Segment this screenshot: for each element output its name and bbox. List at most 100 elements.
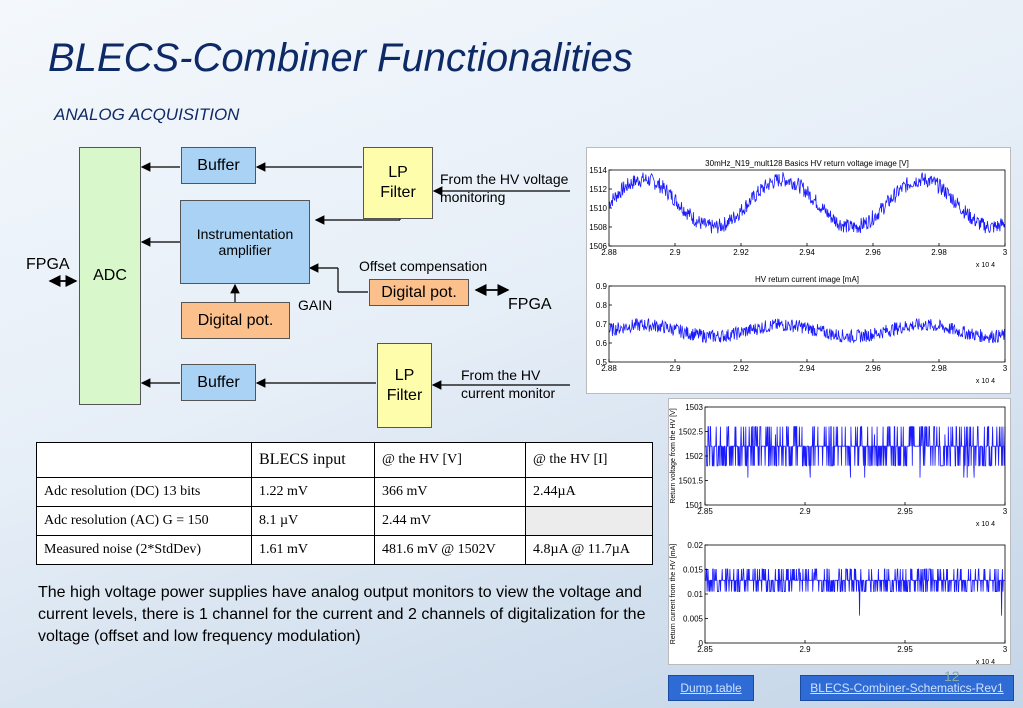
y-axis-label: Return current from the HV [mA]: [670, 544, 677, 644]
digital-pot-offset-block: Digital pot.: [369, 279, 469, 306]
series-line: [705, 426, 1006, 478]
x-exponent-label: x 10 4: [976, 378, 995, 385]
x-tick-label: 3: [1003, 364, 1008, 373]
x-exponent-label: x 10 4: [976, 659, 995, 664]
table-header-row: BLECS input @ the HV [V] @ the HV [I]: [36, 442, 653, 478]
y-tick-label: 0.7: [596, 320, 608, 329]
page-title: BLECS-Combiner Functionalities: [48, 36, 633, 80]
top-plots-svg: 2.88 2.9 2.92 2.94 2.96 2.98 3 1514 1512 1510 1508…: [589, 159, 1008, 385]
bottom-plots-panel: 2.85 2.9 2.95 3 1503 1502.5 1502 1501.5 1501 x 10…: [668, 398, 1011, 666]
x-tick-label: 2.9: [799, 507, 811, 516]
plot-title: HV return current image [mA]: [755, 275, 859, 284]
x-tick-label: 2.88: [601, 248, 617, 257]
table-row: Adc resolution (AC) G = 150 8.1 µV 2.44 …: [36, 506, 653, 536]
x-tick-label: 2.92: [733, 364, 749, 373]
x-exponent-label: x 10 4: [976, 521, 995, 528]
x-tick-label: 2.92: [733, 248, 749, 257]
table-cell: 366 mV: [374, 477, 526, 507]
y-tick-label: 1502: [685, 452, 703, 461]
table-cell: 1.22 mV: [251, 477, 375, 507]
x-tick-label: 3: [1003, 507, 1008, 516]
table-cell: Adc resolution (AC) G = 150: [36, 506, 252, 536]
y-tick-label: 1510: [589, 204, 607, 213]
y-tick-label: 0.02: [687, 541, 703, 550]
x-tick-label: 2.85: [697, 507, 713, 516]
buffer-top-block: Buffer: [181, 147, 256, 184]
series-line: [705, 568, 1005, 616]
dump-table-button[interactable]: Dump table: [668, 675, 754, 701]
table-cell: 2.44 mV: [374, 506, 526, 536]
description-paragraph: The high voltage power supplies have ana…: [38, 584, 646, 645]
table-cell: 4.8µA @ 11.7µA: [525, 535, 653, 565]
table-header-cell: [36, 442, 252, 478]
y-tick-label: 0.8: [596, 301, 608, 310]
y-tick-label: 0.015: [683, 566, 704, 575]
x-tick-label: 2.9: [669, 364, 681, 373]
table-header-cell: @ the HV [V]: [374, 442, 526, 478]
lp-filter-bottom-block: LP Filter: [377, 343, 432, 428]
table-cell: 8.1 µV: [251, 506, 375, 536]
y-tick-label: 1512: [589, 185, 607, 194]
offset-compensation-label: Offset compensation: [359, 258, 488, 274]
y-tick-label: 0.5: [596, 358, 608, 367]
digital-pot-gain-block: Digital pot.: [181, 302, 290, 339]
page-number: 12: [944, 668, 960, 684]
lp-filter-top-block: LP Filter: [363, 147, 433, 219]
plot-title: 30mHz_N19_mult128 Basics HV return volta…: [705, 159, 909, 168]
x-tick-label: 2.9: [669, 248, 681, 257]
y-tick-label: 1508: [589, 223, 607, 232]
y-tick-label: 0: [699, 639, 704, 648]
x-tick-label: 2.95: [897, 507, 913, 516]
y-axis-label: Return voltage from the HV [V]: [670, 408, 677, 503]
table-cell: Measured noise (2*StdDev): [36, 535, 252, 565]
x-tick-label: 2.98: [931, 248, 947, 257]
x-tick-label: 3: [1003, 645, 1008, 654]
y-tick-label: 0.6: [596, 339, 608, 348]
plot-frame: [608, 169, 1006, 247]
y-tick-label: 1514: [589, 166, 607, 175]
table-cell: Adc resolution (DC) 13 bits: [36, 477, 252, 507]
table-cell: 1.61 mV: [251, 535, 375, 565]
x-tick-label: 2.88: [601, 364, 617, 373]
x-tick-label: 2.95: [897, 645, 913, 654]
buffer-bottom-block: Buffer: [181, 364, 256, 401]
table-cell: [525, 506, 653, 536]
y-tick-label: 1502.5: [679, 428, 704, 437]
y-tick-label: 1501.5: [679, 477, 704, 486]
schematics-link-button[interactable]: BLECS-Combiner-Schematics-Rev1: [800, 675, 1014, 701]
x-tick-label: 2.96: [865, 248, 881, 257]
from-hv-voltage-label: From the HV voltage monitoring: [440, 171, 569, 205]
section-subtitle: ANALOG ACQUISITION: [54, 105, 240, 124]
y-tick-label: 1503: [685, 403, 703, 412]
x-tick-label: 2.94: [799, 248, 815, 257]
table-header-cell: @ the HV [I]: [525, 442, 653, 478]
fpga-left-label: FPGA: [26, 256, 70, 273]
table-header-cell: BLECS input: [251, 442, 375, 478]
x-tick-label: 2.85: [697, 645, 713, 654]
gain-label: GAIN: [298, 297, 333, 313]
resolution-table: BLECS input @ the HV [V] @ the HV [I] Ad…: [36, 442, 653, 565]
x-tick-label: 2.98: [931, 364, 947, 373]
table-cell: 481.6 mV @ 1502V: [374, 535, 526, 565]
top-plots-panel: 2.88 2.9 2.92 2.94 2.96 2.98 3 1514 1512 1510 1508…: [586, 147, 1011, 394]
y-tick-label: 1506: [589, 242, 607, 251]
x-tick-label: 2.96: [865, 364, 881, 373]
instrumentation-amplifier-block: Instrumentation amplifier: [180, 200, 310, 284]
series-line: [608, 317, 1006, 344]
y-tick-label: 1501: [685, 501, 703, 510]
y-tick-label: 0.005: [683, 615, 704, 624]
series-line: [608, 172, 1006, 234]
adc-block: ADC: [79, 147, 141, 405]
x-tick-label: 2.94: [799, 364, 815, 373]
plot-frame: [704, 544, 1006, 644]
from-hv-current-label: From the HV current monitor: [461, 367, 556, 401]
y-tick-label: 0.01: [687, 590, 703, 599]
table-cell: 2.44µA: [525, 477, 653, 507]
fpga-right-label: FPGA: [508, 296, 552, 313]
y-tick-label: 0.9: [596, 282, 608, 291]
x-tick-label: 3: [1003, 248, 1008, 257]
bottom-plots-svg: 2.85 2.9 2.95 3 1503 1502.5 1502 1501.5 1501 x 10…: [670, 403, 1008, 666]
table-row: Adc resolution (DC) 13 bits 1.22 mV 366 …: [36, 477, 653, 507]
table-row: Measured noise (2*StdDev) 1.61 mV 481.6 …: [36, 535, 653, 565]
